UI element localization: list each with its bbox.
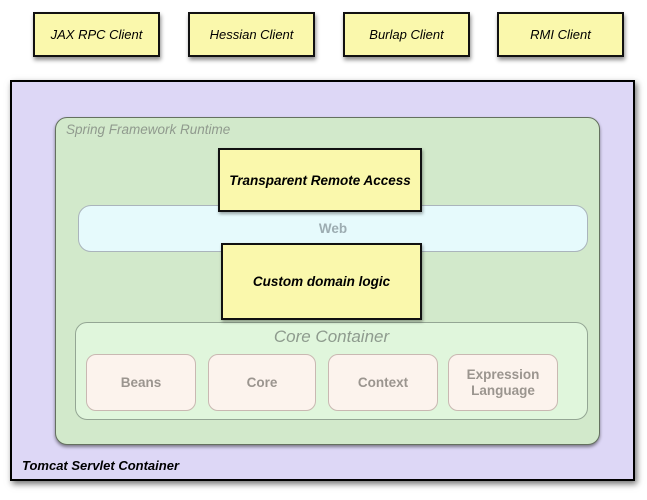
client-box-hessian: Hessian Client — [188, 12, 315, 57]
client-box-rmi: RMI Client — [497, 12, 624, 57]
module-context-label: Context — [358, 375, 408, 391]
client-box-burlap-label: Burlap Client — [369, 27, 443, 42]
client-box-hessian-label: Hessian Client — [210, 27, 294, 42]
spring-framework-runtime-label: Spring Framework Runtime — [66, 122, 230, 137]
module-expression-language-label: Expression Language — [455, 367, 551, 398]
custom-domain-logic-label: Custom domain logic — [253, 274, 390, 289]
transparent-remote-access-box: Transparent Remote Access — [218, 148, 422, 212]
module-box-context: Context — [328, 354, 438, 411]
module-box-expression-language: Expression Language — [448, 354, 558, 411]
core-container: Core Container Beans Core Context Expres… — [75, 322, 588, 420]
tomcat-servlet-container-label: Tomcat Servlet Container — [22, 458, 179, 473]
client-box-rmi-label: RMI Client — [530, 27, 591, 42]
core-container-title: Core Container — [76, 327, 587, 347]
client-box-burlap: Burlap Client — [343, 12, 470, 57]
web-layer-label: Web — [319, 221, 347, 236]
module-box-beans: Beans — [86, 354, 196, 411]
module-core-label: Core — [247, 375, 278, 391]
client-box-jax-rpc-label: JAX RPC Client — [51, 27, 143, 42]
custom-domain-logic-box: Custom domain logic — [221, 243, 422, 320]
transparent-remote-access-label: Transparent Remote Access — [229, 173, 411, 188]
module-beans-label: Beans — [121, 375, 162, 391]
client-box-jax-rpc: JAX RPC Client — [33, 12, 160, 57]
module-box-core: Core — [208, 354, 316, 411]
